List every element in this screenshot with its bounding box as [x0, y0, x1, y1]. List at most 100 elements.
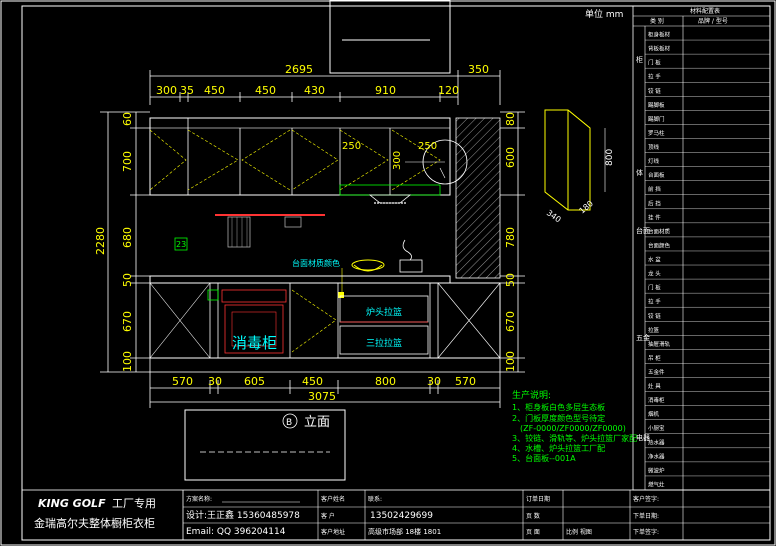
brand-cn: 工厂专用	[112, 496, 156, 510]
dim-left-seg-2: 700	[121, 151, 134, 172]
table-group-2: 体	[636, 168, 643, 177]
dim-total-upper: 2695	[285, 63, 313, 76]
dim-right-seg-3: 780	[504, 227, 517, 248]
notes-line-4: 3、铰链、滑轨等、炉头拉篮厂家配	[512, 433, 637, 443]
dim-right-gap: 350	[468, 63, 489, 76]
marker-label: 23	[176, 240, 186, 249]
footer-designer: 设计:王正鑫 15360485978	[186, 509, 300, 521]
toe-kick	[149, 357, 501, 373]
title-block: KING GOLF 工厂专用 金瑞高尔夫整体橱柜衣柜 方案名称: 客户姓名 联系…	[21, 489, 771, 541]
stove-drawer-label: 炉头拉篮	[366, 306, 402, 318]
table-row-label: 背板板材	[648, 45, 671, 53]
dim-bottom-seg-1: 570	[172, 375, 193, 388]
footer-customer-name: 客户姓名	[321, 495, 345, 503]
side-dim-depth: 340	[545, 208, 563, 224]
dim-bottom-seg-5: 800	[375, 375, 396, 388]
view-badge: B	[286, 418, 292, 428]
table-row-label: 拉篮	[648, 326, 660, 334]
top-dimensions	[149, 70, 501, 105]
countertop	[149, 275, 451, 284]
footer-order-sign: 下单签字:	[633, 528, 659, 536]
table-group-4: 五金	[636, 333, 650, 342]
table-row-label: 消毒柜	[648, 396, 665, 404]
material-table: 材料配置表 类 别 品牌 / 型号 柜 体 台面 五金 电器 柜身板材背板板材门…	[632, 5, 771, 491]
dim-bottom-seg-6: 30	[427, 375, 441, 388]
dim-right-seg-2: 600	[504, 147, 517, 168]
side-dim-height: 800	[605, 149, 615, 166]
notes-line-3: (ZF-0000/ZF0000/ZF0000)	[520, 424, 626, 433]
table-row-label: 水 盆	[648, 256, 661, 264]
footer-address-label: 客户地址	[321, 528, 345, 536]
dim-left-total: 2280	[94, 227, 107, 255]
table-row-label: 烟机	[648, 410, 660, 418]
dim-bottom-total: 3075	[308, 390, 336, 403]
right-dimensions	[500, 111, 525, 373]
table-row-label: 灶 具	[648, 382, 661, 390]
dim-inner-v: 300	[392, 151, 403, 170]
dim-top-seg-6: 910	[375, 84, 396, 97]
table-row-label: 拉 手	[648, 73, 661, 81]
dim-inner-b: 250	[418, 141, 437, 152]
dim-bottom-seg-3: 605	[244, 375, 265, 388]
table-header: 材料配置表	[690, 7, 720, 15]
footer-scale: 比例 视图	[566, 528, 592, 536]
units-label: 单位 mm	[585, 8, 623, 20]
dim-top-seg-2: 35	[180, 84, 194, 97]
notes-line-6: 5、台面板--001A	[512, 453, 576, 463]
footer-order-date-2: 下单日期:	[633, 512, 659, 520]
table-group-5: 电器	[636, 433, 650, 442]
dim-right-seg-4: 50	[504, 273, 517, 287]
table-row-label: 拉 手	[648, 298, 661, 306]
footer-pages: 页 数	[526, 512, 540, 520]
table-row-label: 门 板	[648, 59, 661, 67]
notes-title: 生产说明:	[512, 389, 551, 401]
table-group-3: 台面	[636, 226, 650, 235]
notes-line-2: 2、门板厚度颜色型号待定	[512, 413, 605, 423]
dim-right-seg-5: 670	[504, 311, 517, 332]
view-label: 立面	[304, 415, 330, 430]
table-row-label: 净水器	[648, 452, 665, 460]
notes-line-5: 4、水槽、炉头拉篮工厂配	[512, 443, 605, 453]
footer-page: 页 面	[526, 529, 540, 536]
table-col-1: 类 别	[650, 17, 664, 25]
cooktop-items: 台面材质颜色	[292, 239, 423, 298]
brand-line-2: 金瑞高尔夫整体橱柜衣柜	[34, 516, 155, 530]
side-panel-detail: 800 340 180	[544, 109, 615, 224]
table-row-label: 吊 柜	[648, 354, 661, 362]
table-row-label: 台面板	[648, 171, 665, 179]
footer-email: Email: QQ 396204114	[186, 527, 286, 537]
hatched-column	[455, 117, 501, 279]
side-dim-thick: 180	[578, 199, 595, 216]
countertop-label: 台面材质颜色	[292, 258, 340, 268]
dim-bottom-seg-7: 570	[455, 375, 476, 388]
footer-customer-sign: 客户签字:	[633, 495, 659, 503]
table-row-label: 踢脚门	[648, 115, 665, 123]
view-label-box: B 立面	[184, 409, 346, 481]
table-row-label: 门 板	[648, 284, 661, 292]
dim-top-seg-4: 450	[255, 84, 276, 97]
table-row-label: 五金件	[648, 368, 665, 376]
table-group-1: 柜	[636, 55, 643, 64]
three-drawer-label: 三拉拉篮	[366, 337, 402, 349]
table-row-label: 铰 链	[648, 312, 661, 320]
left-dimensions	[100, 111, 150, 373]
table-row-label: 微波炉	[648, 466, 665, 474]
dim-top-seg-5: 430	[304, 84, 325, 97]
dim-bottom-seg-2: 30	[208, 375, 222, 388]
table-row-label: 顶线	[648, 143, 660, 151]
footer-customer: 客 户	[321, 512, 335, 520]
table-row-label: 灯线	[648, 157, 660, 165]
table-row-label: 龙 头	[648, 270, 661, 278]
table-row-label: 燃气灶	[648, 480, 665, 488]
footer-plan-name: 方案名称:	[186, 495, 212, 503]
brand-en: KING GOLF	[38, 497, 106, 510]
table-row-label: 台面颜色	[648, 241, 671, 249]
notes-line-1: 1、柜身板白色多层生态板	[512, 402, 605, 412]
dim-right-seg-6: 100	[504, 351, 517, 372]
footer-order-date: 订单日期	[526, 495, 550, 503]
table-row-label: 前 挡	[648, 185, 661, 193]
dim-top-seg-7: 120	[438, 84, 459, 97]
table-row-label: 台面材质	[648, 227, 671, 235]
table-row-label: 铰 链	[648, 87, 661, 95]
